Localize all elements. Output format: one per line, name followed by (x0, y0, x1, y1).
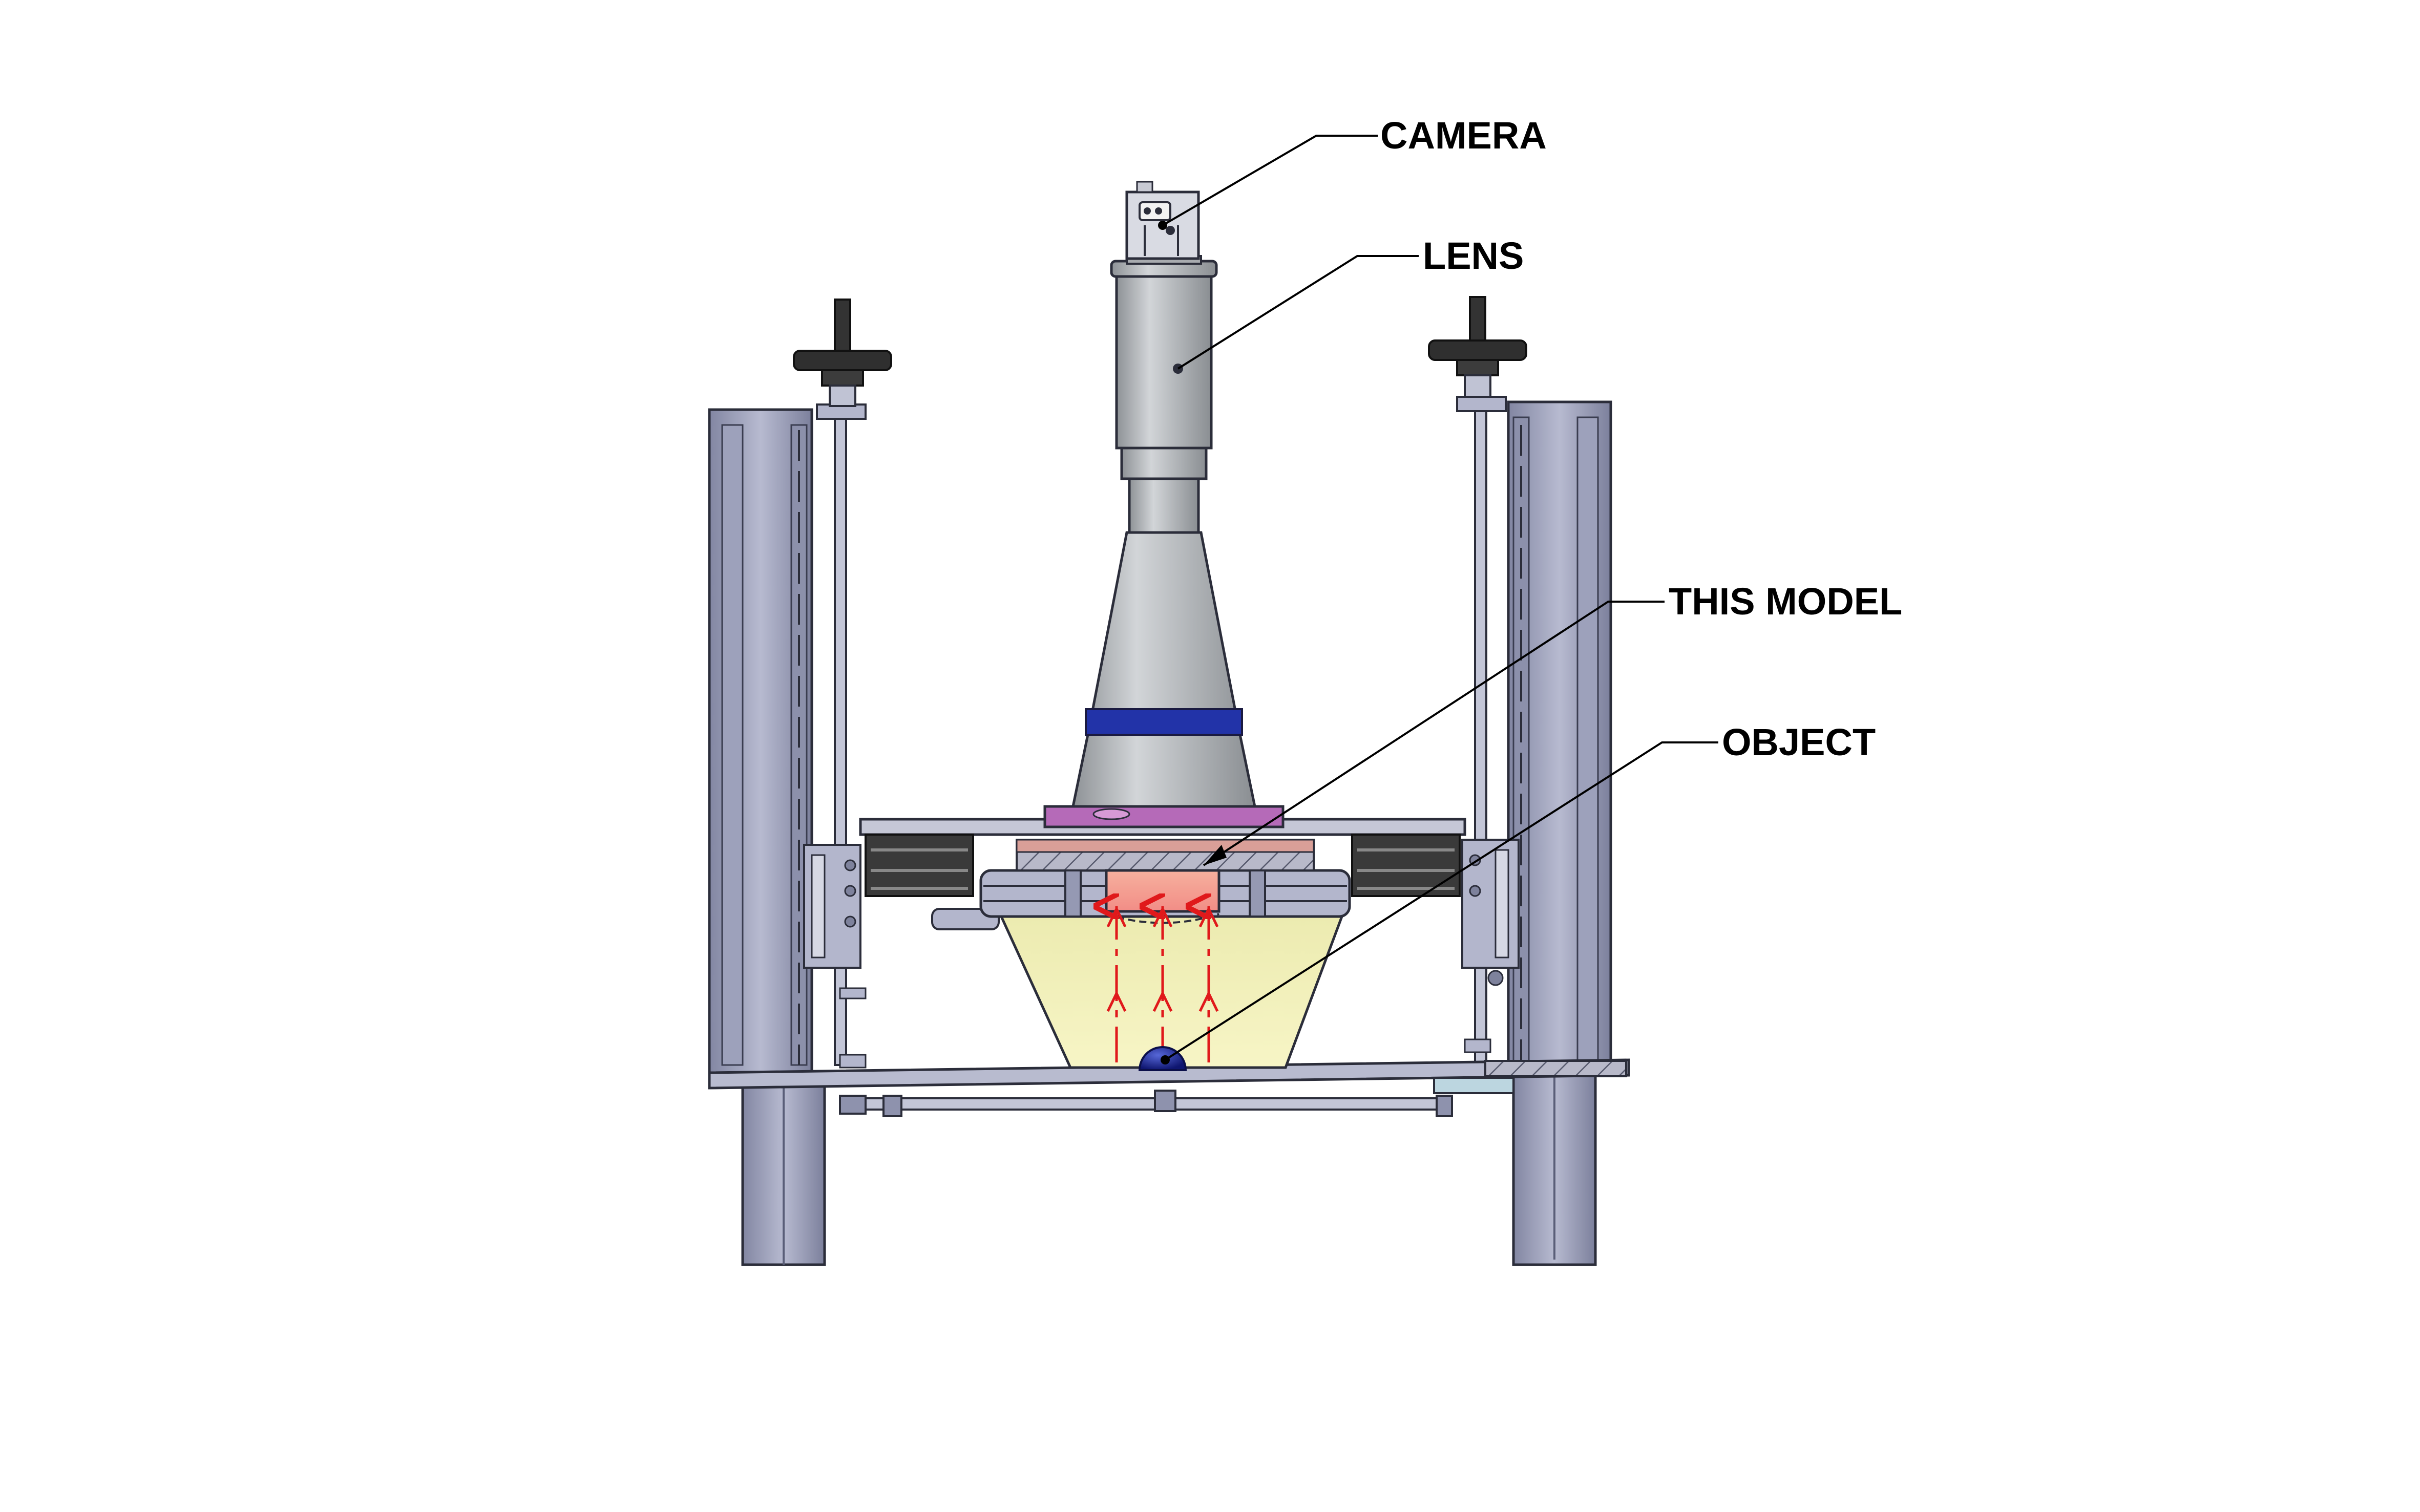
light-rays (1108, 906, 1219, 1062)
base-plate (708, 1058, 1630, 1090)
lens-blue-band (1085, 708, 1243, 736)
label-this-model: THIS MODEL (1669, 580, 1902, 623)
callout-camera: CAMERA (1158, 114, 1547, 230)
lens-flange (1043, 805, 1285, 828)
label-camera: CAMERA (1380, 114, 1547, 157)
tie-rod (839, 1097, 1453, 1111)
clamp-block (1433, 1077, 1514, 1094)
left-column (708, 299, 892, 1266)
base-frame (708, 1058, 1630, 1117)
callout-object: OBJECT (1161, 721, 1876, 1064)
label-object: OBJECT (1722, 721, 1876, 763)
right-column (1428, 296, 1612, 1266)
right-slider-block (1461, 839, 1520, 969)
callout-lens: LENS (1177, 235, 1524, 370)
right-handwheel (1428, 296, 1527, 398)
camera-body (1125, 181, 1200, 260)
callout-this-model: THIS MODEL (1203, 580, 1902, 866)
illumination-cone (999, 915, 1344, 1069)
label-lens: LENS (1423, 235, 1524, 277)
lens-assembly (1071, 255, 1257, 808)
left-handwheel (793, 299, 892, 407)
